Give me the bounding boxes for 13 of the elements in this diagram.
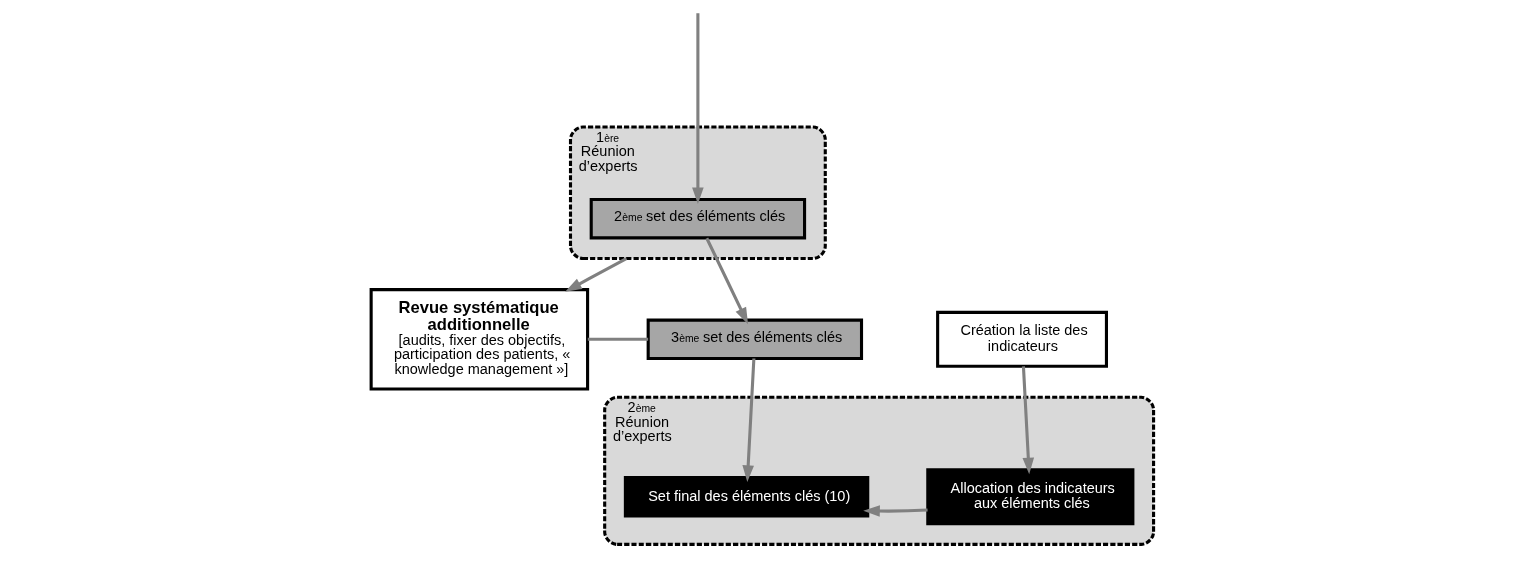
node-box: 3ème set des éléments clés [646,318,864,361]
connector [587,337,649,341]
node-box: Revue systématique additionnelle [audits, fixer des objectifs, participation des patients, « knowledge management »] [369,288,590,391]
node-box: Set final des éléments clés (10) [623,476,870,518]
arrow [565,257,628,292]
arrow [692,13,704,204]
arrow [705,237,749,325]
node-box: Création la liste des indicateurs [936,310,1108,368]
node-box: Allocation des indicateurs aux éléments clés [926,468,1135,526]
arrow [863,505,928,517]
arrow [1021,366,1035,475]
arrow [742,358,756,482]
node-box: 2ème set des éléments clés [589,197,807,240]
